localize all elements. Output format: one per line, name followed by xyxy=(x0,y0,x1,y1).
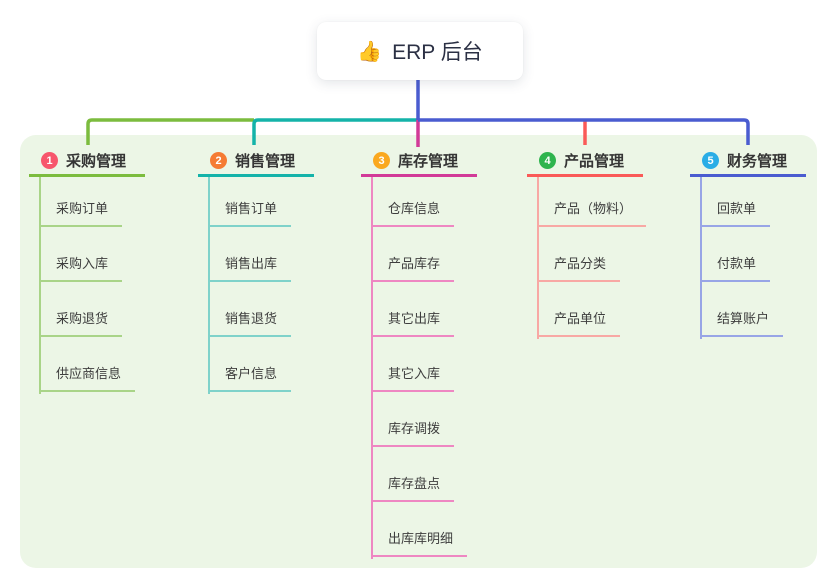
child-node[interactable]: 采购入库 xyxy=(39,227,123,282)
branch-child-connector xyxy=(208,177,210,394)
branch-node-purchase[interactable]: 1 采购管理 xyxy=(29,147,145,177)
child-node[interactable]: 其它入库 xyxy=(371,337,455,392)
child-node[interactable]: 采购退货 xyxy=(39,282,123,337)
branch-sales: 2 销售管理 销售订单 销售出库 销售退货 客户信息 xyxy=(198,147,314,394)
branch-node-product[interactable]: 4 产品管理 xyxy=(527,147,643,177)
branch-label: 销售管理 xyxy=(235,153,296,170)
branch-product: 4 产品管理 产品（物料） 产品分类 产品单位 xyxy=(527,147,647,339)
branch-node-sales[interactable]: 2 销售管理 xyxy=(198,147,314,177)
child-node[interactable]: 库存调拨 xyxy=(371,392,455,447)
child-node[interactable]: 供应商信息 xyxy=(39,337,136,392)
branch-child-connector xyxy=(371,177,373,559)
branch-label: 财务管理 xyxy=(727,153,788,170)
child-node[interactable]: 产品分类 xyxy=(537,227,621,282)
branch-child-connector xyxy=(39,177,41,394)
branch-number-badge: 1 xyxy=(41,152,58,169)
branch-number-badge: 3 xyxy=(373,152,390,169)
thumbs-up-icon: 👍 xyxy=(357,40,383,63)
child-node[interactable]: 回款单 xyxy=(700,177,771,227)
child-node[interactable]: 产品单位 xyxy=(537,282,621,337)
branch-number-badge: 5 xyxy=(702,152,719,169)
child-node[interactable]: 销售出库 xyxy=(208,227,292,282)
child-node[interactable]: 其它出库 xyxy=(371,282,455,337)
child-node[interactable]: 采购订单 xyxy=(39,177,123,227)
child-node[interactable]: 销售订单 xyxy=(208,177,292,227)
child-node[interactable]: 销售退货 xyxy=(208,282,292,337)
child-node[interactable]: 客户信息 xyxy=(208,337,292,392)
child-node[interactable]: 仓库信息 xyxy=(371,177,455,227)
branch-node-inventory[interactable]: 3 库存管理 xyxy=(361,147,477,177)
branch-number-badge: 2 xyxy=(210,152,227,169)
child-node[interactable]: 出库库明细 xyxy=(371,502,468,557)
branch-node-finance[interactable]: 5 财务管理 xyxy=(690,147,806,177)
branch-label: 产品管理 xyxy=(564,153,625,170)
child-node[interactable]: 库存盘点 xyxy=(371,447,455,502)
child-node[interactable]: 产品（物料） xyxy=(537,177,647,227)
branch-label: 库存管理 xyxy=(398,153,459,170)
child-node[interactable]: 付款单 xyxy=(700,227,771,282)
mindmap-canvas-panel xyxy=(20,135,817,568)
root-node-label: ERP 后台 xyxy=(392,41,483,64)
root-node-erp[interactable]: 👍 ERP 后台 xyxy=(317,22,523,80)
branch-child-connector xyxy=(700,177,702,339)
branch-child-connector xyxy=(537,177,539,339)
child-node[interactable]: 结算账户 xyxy=(700,282,784,337)
branch-label: 采购管理 xyxy=(66,153,127,170)
branch-finance: 5 财务管理 回款单 付款单 结算账户 xyxy=(690,147,806,339)
child-node[interactable]: 产品库存 xyxy=(371,227,455,282)
branch-inventory: 3 库存管理 仓库信息 产品库存 其它出库 其它入库 库存调拨 库存盘点 出库库… xyxy=(361,147,477,559)
branch-purchase: 1 采购管理 采购订单 采购入库 采购退货 供应商信息 xyxy=(29,147,145,394)
branch-number-badge: 4 xyxy=(539,152,556,169)
